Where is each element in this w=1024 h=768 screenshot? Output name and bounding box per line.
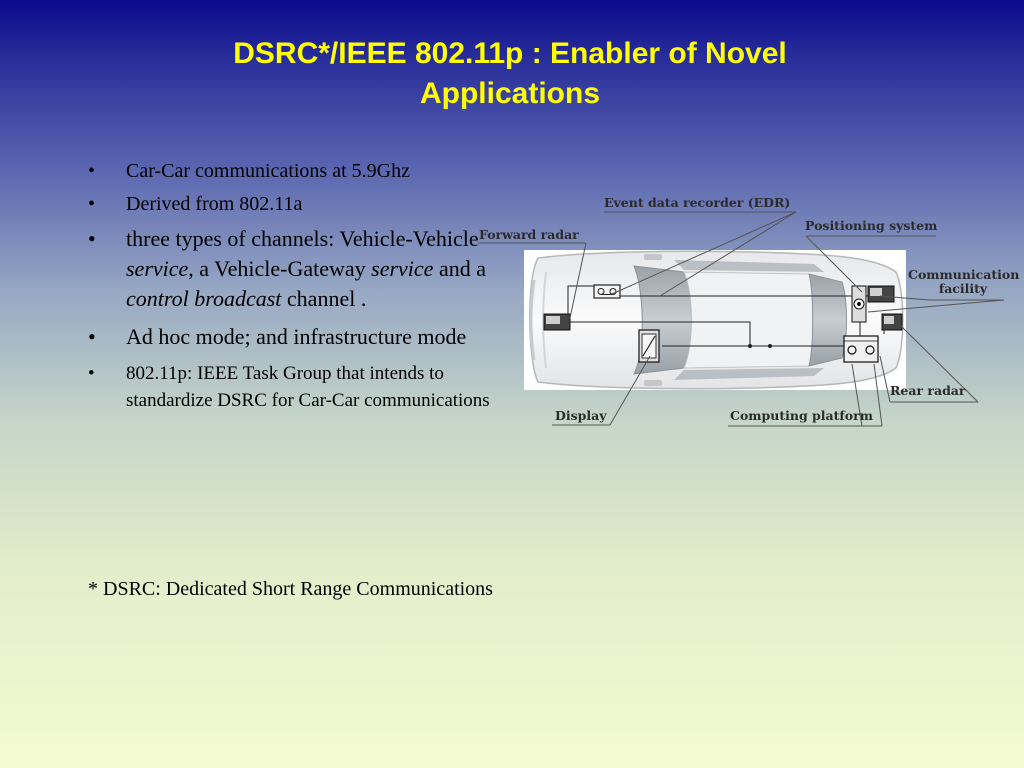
- bullet-item: Ad hoc mode; and infrastructure mode: [88, 322, 498, 352]
- bullet-emphasis: control broadcast: [126, 286, 282, 311]
- label-communication-facility: Communication facility: [908, 267, 1020, 296]
- bullet-text: , a Vehicle-Gateway: [188, 256, 372, 281]
- slide-title: DSRC*/IEEE 802.11p : Enabler of Novel Ap…: [233, 37, 787, 110]
- label-edr: Event data recorder (EDR): [604, 195, 791, 210]
- footnote: * DSRC: Dedicated Short Range Communicat…: [88, 578, 493, 600]
- bullet-text: and a: [433, 256, 486, 281]
- bullet-text: Derived from 802.11a: [126, 193, 303, 215]
- label-communication-line1: Communication: [908, 267, 1020, 282]
- label-computing-platform: Computing platform: [730, 408, 873, 423]
- bullet-item: three types of channels: Vehicle-Vehicle…: [88, 224, 498, 314]
- bullet-text: channel .: [281, 286, 367, 311]
- label-forward-radar: Forward radar: [479, 227, 579, 242]
- bullet-emphasis: service: [126, 256, 189, 281]
- bullet-item: Derived from 802.11a: [88, 191, 498, 218]
- car-illustration: [529, 250, 904, 390]
- bullet-emphasis: service: [371, 256, 434, 281]
- label-display: Display: [555, 408, 607, 423]
- bullet-list: Car-Car communications at 5.9Ghz Derived…: [88, 158, 498, 414]
- bullet-item: 802.11p: IEEE Task Group that intends to…: [88, 360, 498, 414]
- label-positioning-system: Positioning system: [805, 218, 938, 233]
- car-photo: [524, 250, 906, 390]
- bullet-item: Car-Car communications at 5.9Ghz: [88, 158, 498, 185]
- label-rear-radar: Rear radar: [890, 383, 966, 398]
- bullet-text: three types of channels: Vehicle-Vehicle: [126, 226, 479, 251]
- bullet-text: Ad hoc mode; and infrastructure mode: [126, 324, 467, 349]
- bullet-text: Car-Car communications at 5.9Ghz: [126, 160, 410, 182]
- bullet-text: 802.11p: IEEE Task Group that intends to…: [126, 363, 490, 411]
- label-communication-line2: facility: [938, 281, 988, 296]
